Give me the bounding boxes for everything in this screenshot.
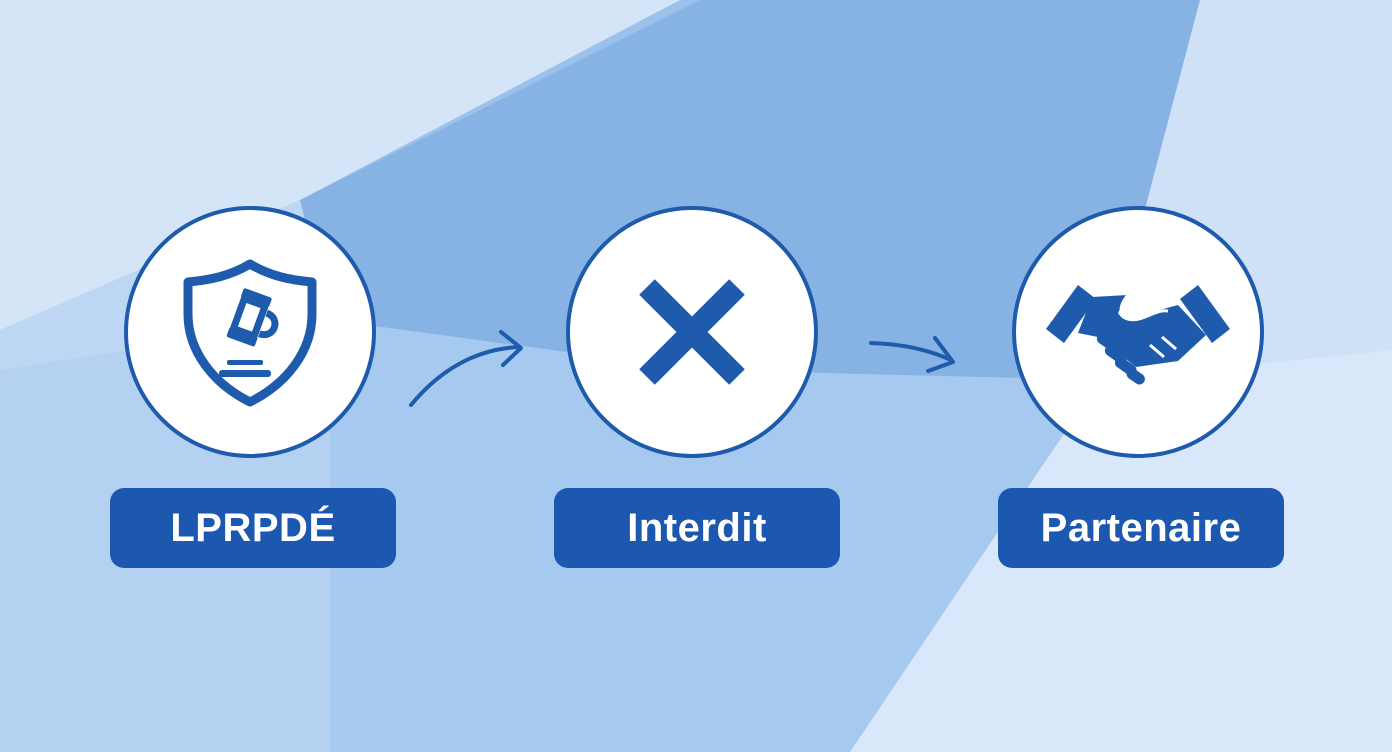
partenaire-label: Partenaire (998, 488, 1284, 568)
interdit-label: Interdit (554, 488, 840, 568)
lprpde-label: LPRPDÉ (110, 488, 396, 568)
shield-gavel-icon (183, 259, 317, 407)
interdit-circle (566, 206, 818, 458)
arrow-icon (869, 336, 955, 373)
partenaire-circle (1012, 206, 1264, 458)
arrow-icon (409, 330, 523, 407)
x-mark-icon (639, 279, 745, 385)
handshake-icon (1046, 285, 1230, 385)
lprpde-circle (124, 206, 376, 458)
